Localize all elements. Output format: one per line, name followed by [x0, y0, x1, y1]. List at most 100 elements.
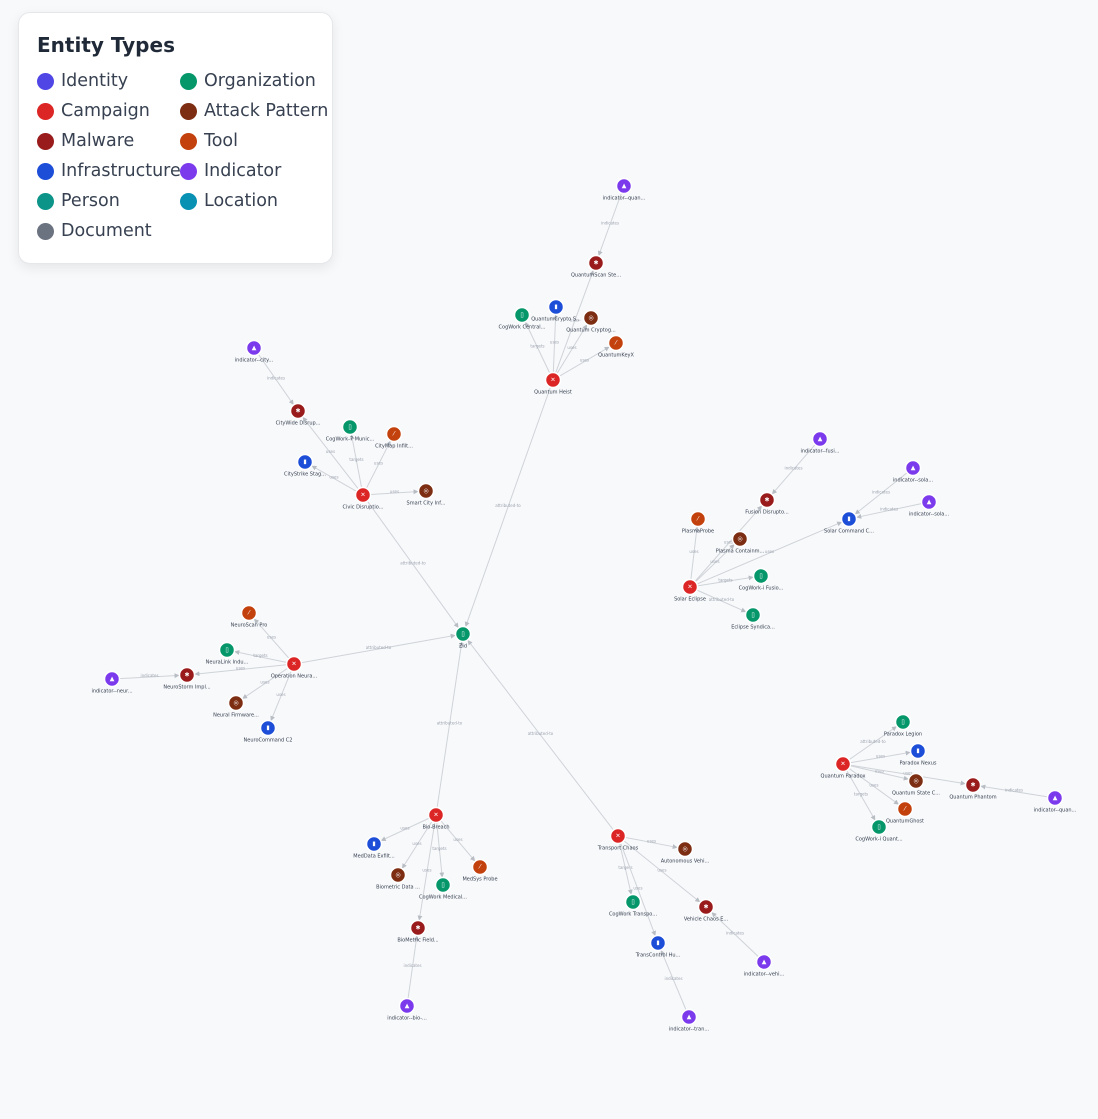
node-campaign[interactable]: ✕Operation Neura...: [271, 655, 318, 680]
node-attack-pattern[interactable]: ◎Biometric Data ...: [376, 866, 420, 891]
node-organization[interactable]: ▯Paradox Legion: [884, 713, 922, 738]
node-circle[interactable]: [907, 772, 925, 790]
node-organization[interactable]: ▯CogWork-i Fusio...: [739, 567, 784, 592]
node-malware[interactable]: ✱Quantum Phantom: [949, 776, 997, 801]
node-campaign[interactable]: ✕Solar Eclipse: [674, 578, 706, 603]
node-circle[interactable]: [840, 510, 858, 528]
node-malware[interactable]: ✱BioMetric Field...: [397, 919, 439, 944]
node-indicator[interactable]: ▲indicator--city...: [235, 339, 274, 364]
node-circle[interactable]: [240, 604, 258, 622]
node-circle[interactable]: [434, 876, 452, 894]
node-infrastructure[interactable]: ▮Solar Command C...: [824, 510, 874, 535]
node-indicator[interactable]: ▲indicator--quan...: [603, 177, 646, 202]
node-organization[interactable]: ▯CogWork-7 Munic...: [326, 418, 375, 443]
node-circle[interactable]: [615, 177, 633, 195]
node-attack-pattern[interactable]: ◎Quantum State C...: [892, 772, 940, 797]
node-indicator[interactable]: ▲indicator--sola...: [893, 459, 934, 484]
node-circle[interactable]: [697, 898, 715, 916]
node-campaign[interactable]: ✕Bio-Breach: [422, 806, 450, 831]
node-circle[interactable]: [354, 486, 372, 504]
node-organization[interactable]: ▯CogWork Transpo...: [609, 893, 658, 918]
node-organization[interactable]: ▯CogWork Central...: [499, 306, 546, 331]
node-circle[interactable]: [904, 459, 922, 477]
node-circle[interactable]: [909, 742, 927, 760]
node-circle[interactable]: [341, 418, 359, 436]
node-organization[interactable]: ▯CogWork Medical...: [419, 876, 467, 901]
node-infrastructure[interactable]: ▮TransControl Hu...: [635, 934, 681, 959]
node-circle[interactable]: [811, 430, 829, 448]
node-circle[interactable]: [389, 866, 407, 884]
node-circle[interactable]: [896, 800, 914, 818]
node-attack-pattern[interactable]: ◎Quantum Cryptog...: [566, 309, 616, 334]
node-circle[interactable]: [834, 755, 852, 773]
node-circle[interactable]: [582, 309, 600, 327]
node-malware[interactable]: ✱Fusion Disrupto...: [745, 491, 789, 516]
node-circle[interactable]: [731, 530, 749, 548]
node-infrastructure[interactable]: ▮Paradox Nexus: [899, 742, 937, 767]
node-infrastructure[interactable]: ▮MedData Exfilt...: [353, 835, 395, 860]
node-circle[interactable]: [755, 953, 773, 971]
node-circle[interactable]: [870, 818, 888, 836]
node-campaign[interactable]: ✕Transport Chaos: [597, 827, 639, 852]
node-circle[interactable]: [587, 254, 605, 272]
node-circle[interactable]: [680, 1008, 698, 1026]
node-circle[interactable]: [178, 666, 196, 684]
node-circle[interactable]: [649, 934, 667, 952]
node-circle[interactable]: [758, 491, 776, 509]
node-indicator[interactable]: ▲indicator--quan...: [1034, 789, 1077, 814]
node-infrastructure[interactable]: ▮QuantumCrypto S...: [531, 298, 581, 323]
node-circle[interactable]: [744, 606, 762, 624]
node-indicator[interactable]: ▲indicator--fusi...: [801, 430, 840, 455]
node-tool[interactable]: ⁄QuantumGhost: [886, 800, 924, 825]
node-circle[interactable]: [752, 567, 770, 585]
node-circle[interactable]: [427, 806, 445, 824]
node-circle[interactable]: [227, 694, 245, 712]
node-circle[interactable]: [218, 641, 236, 659]
node-indicator[interactable]: ▲indicator--sola...: [909, 493, 950, 518]
node-malware[interactable]: ✱CityWide Disrup...: [276, 402, 321, 427]
node-circle[interactable]: [676, 840, 694, 858]
node-circle[interactable]: [365, 835, 383, 853]
node-attack-pattern[interactable]: ◎Autonomous Vehi...: [661, 840, 710, 865]
node-circle[interactable]: [513, 306, 531, 324]
node-campaign[interactable]: ✕Quantum Paradox: [821, 755, 866, 780]
node-circle[interactable]: [689, 510, 707, 528]
node-circle[interactable]: [681, 578, 699, 596]
node-circle[interactable]: [454, 625, 472, 643]
node-circle[interactable]: [920, 493, 938, 511]
node-circle[interactable]: [398, 997, 416, 1015]
node-campaign[interactable]: ✕Civic Disruptio...: [343, 486, 384, 511]
node-circle[interactable]: [894, 713, 912, 731]
node-attack-pattern[interactable]: ◎Smart City Inf...: [407, 482, 446, 507]
node-tool[interactable]: ⁄MedSys Probe: [462, 858, 498, 883]
node-malware[interactable]: ✱Vehicle Chaos E...: [684, 898, 729, 923]
node-organization[interactable]: ▯Eclipse Syndica...: [731, 606, 775, 631]
node-circle[interactable]: [245, 339, 263, 357]
node-infrastructure[interactable]: ▮NeuroCommand C2: [244, 719, 293, 744]
node-indicator[interactable]: ▲indicator--vehi...: [744, 953, 785, 978]
node-circle[interactable]: [1046, 789, 1064, 807]
node-circle[interactable]: [385, 425, 403, 443]
node-circle[interactable]: [296, 453, 314, 471]
node-campaign[interactable]: ✕Quantum Heist: [534, 371, 572, 396]
node-tool[interactable]: ⁄NeuroScan Pro: [231, 604, 268, 629]
node-malware[interactable]: ✱NeuroStorm Impl...: [163, 666, 211, 691]
node-circle[interactable]: [259, 719, 277, 737]
node-organization[interactable]: ▯CogWork-i Quant...: [855, 818, 903, 843]
node-circle[interactable]: [607, 334, 625, 352]
node-circle[interactable]: [103, 670, 121, 688]
node-circle[interactable]: [285, 655, 303, 673]
node-indicator[interactable]: ▲indicator--tran...: [669, 1008, 710, 1033]
node-circle[interactable]: [544, 371, 562, 389]
node-malware[interactable]: ✱QuantumScan Ste...: [571, 254, 621, 279]
node-circle[interactable]: [409, 919, 427, 937]
node-attack-pattern[interactable]: ◎Neural Firmware...: [213, 694, 259, 719]
node-organization[interactable]: ▯NeuraLink Indu...: [206, 641, 249, 666]
node-circle[interactable]: [964, 776, 982, 794]
node-circle[interactable]: [547, 298, 565, 316]
node-indicator[interactable]: ▲indicator--neur...: [91, 670, 133, 695]
node-organization[interactable]: ▯Zid: [454, 625, 472, 650]
node-tool[interactable]: ⁄CityMap Infilt...: [375, 425, 413, 450]
node-circle[interactable]: [289, 402, 307, 420]
